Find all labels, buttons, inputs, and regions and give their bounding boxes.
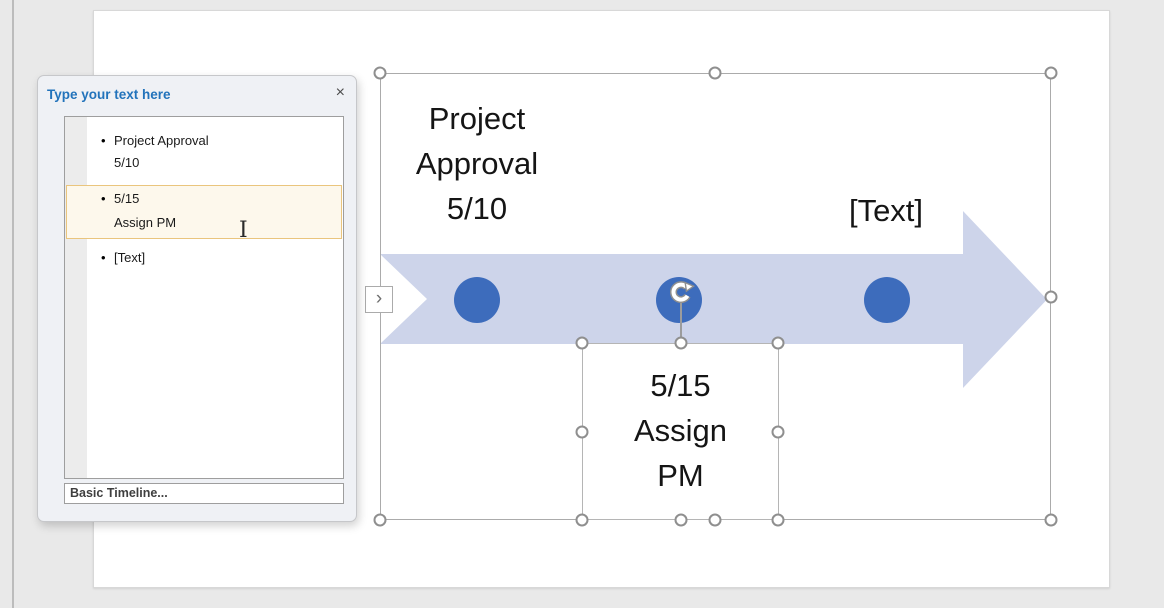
smartart-layout-name[interactable]: Basic Timeline... [64,483,344,504]
textbox-handle-bottom-left[interactable] [575,513,589,527]
bullet-icon: • [101,133,106,148]
textbox-handle-mid-left[interactable] [575,425,589,439]
outline-item-1-line1[interactable]: Project Approval [114,133,209,148]
rotate-handle-icon[interactable] [668,278,696,306]
outline-item-2-line1[interactable]: 5/15 [114,191,140,206]
textbox-handle-top-left[interactable] [575,336,589,350]
frame-handle-top-left[interactable] [373,66,387,80]
outline-item-2-line2[interactable]: Assign PM [114,215,177,230]
left-panel-divider [12,0,14,608]
textbox-handle-top-right[interactable] [771,336,785,350]
frame-handle-bottom-left[interactable] [373,513,387,527]
milestone-dot-3[interactable] [864,277,910,323]
milestone-label-2[interactable]: 5/15 Assign PM [582,363,779,498]
close-icon[interactable]: × [335,84,345,101]
text-pane-title: Type your text here [47,87,171,102]
milestone-label-1-line2: Approval [415,146,539,181]
milestone-label-2-line2: Assign [633,413,728,448]
frame-handle-bottom-center[interactable] [708,513,722,527]
frame-handle-top-center[interactable] [708,66,722,80]
outline-item-3-line1[interactable]: [Text] [114,250,146,265]
text-pane-outline-list[interactable]: • Project Approval 5/10 • 5/15 Assign PM… [64,116,344,479]
textbox-handle-top-center[interactable] [674,336,688,350]
frame-handle-bottom-right[interactable] [1044,513,1058,527]
milestone-label-1[interactable]: Project Approval 5/10 [367,96,587,231]
outline-item-2-selected-row[interactable] [66,185,342,239]
rotation-handle-stem [680,303,682,343]
textbox-handle-bottom-center[interactable] [674,513,688,527]
text-pane: Type your text here × • Project Approval… [37,75,357,522]
bullet-icon: • [101,191,106,206]
textbox-handle-mid-right[interactable] [771,425,785,439]
chevron-right-icon: › [375,288,383,309]
milestone-label-3-line1: [Text] [848,193,924,228]
text-pane-gutter [65,117,87,478]
bullet-icon: • [101,250,106,265]
frame-handle-top-right[interactable] [1044,66,1058,80]
milestone-label-2-line1: 5/15 [650,368,711,403]
milestone-label-3[interactable]: [Text] [796,188,976,233]
frame-handle-mid-right[interactable] [1044,290,1058,304]
textbox-handle-bottom-right[interactable] [771,513,785,527]
text-pane-toggle-button[interactable]: › [365,286,393,313]
outline-item-1-line2[interactable]: 5/10 [114,155,140,170]
milestone-dot-1[interactable] [454,277,500,323]
milestone-label-1-line1: Project [428,101,526,136]
ibeam-cursor: I [239,218,248,243]
milestone-label-2-line3: PM [657,458,704,493]
milestone-label-1-line3: 5/10 [446,191,508,226]
